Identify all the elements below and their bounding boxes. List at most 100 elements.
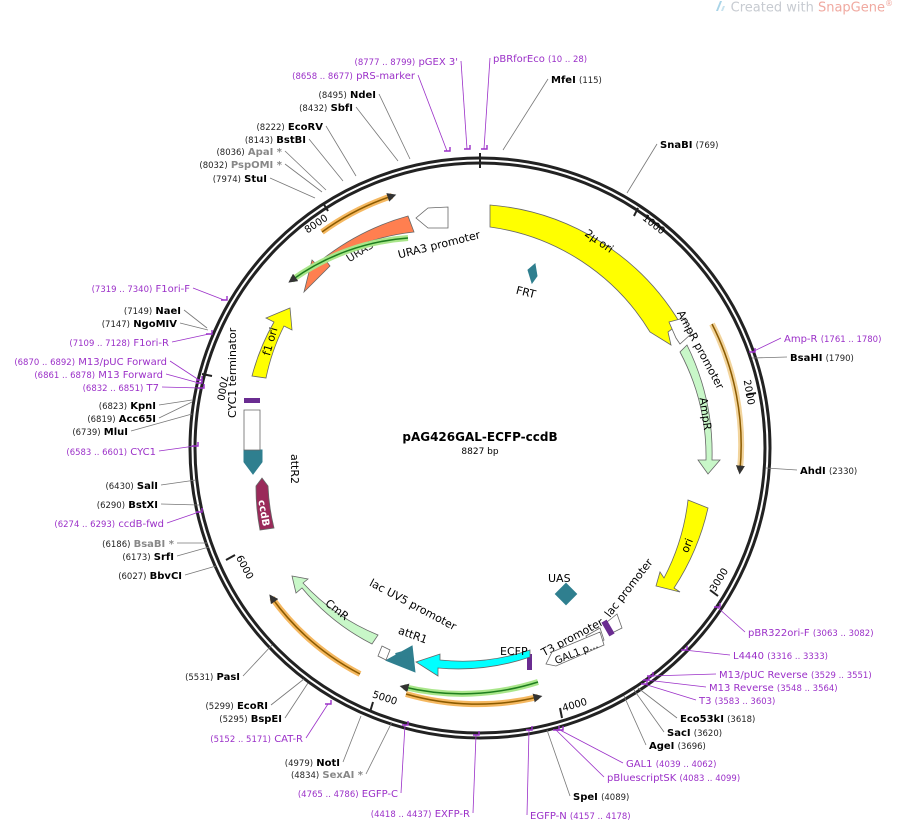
site-pbluescriptsk[interactable]: pBluescriptSK (4083 .. 4099) <box>553 726 740 784</box>
site-ecori[interactable]: (5299) EcoRI <box>205 678 305 712</box>
feature-ori[interactable] <box>655 499 709 593</box>
site-label-text[interactable]: (4765 .. 4786) EGFP-C <box>298 789 398 800</box>
feature-2mu-ori[interactable] <box>489 204 681 346</box>
site-eco53ki[interactable]: Eco53kI (3618) <box>637 687 755 725</box>
site-label-text[interactable]: (6430) SalI <box>105 481 158 492</box>
site-label-text[interactable]: (8777 .. 8799) pGEX 3' <box>355 57 458 68</box>
feature-lac-uv5-promoter[interactable] <box>377 645 391 661</box>
site-label-text[interactable]: M13/pUC Reverse (3529 .. 3551) <box>719 670 872 681</box>
site-label-text[interactable]: (7109 .. 7128) F1ori-R <box>69 338 169 349</box>
feature-attr2[interactable] <box>243 449 263 475</box>
site-label-text[interactable]: (4979) NotI <box>285 758 340 769</box>
site-label-text[interactable]: MfeI (115) <box>551 75 602 86</box>
site-agei[interactable]: AgeI (3696) <box>623 695 706 752</box>
site-pgex-3[interactable]: (8777 .. 8799) pGEX 3' <box>355 57 471 150</box>
site-m13-puc-reverse[interactable]: M13/pUC Reverse (3529 .. 3551) <box>647 670 872 681</box>
feature-ccdb-label[interactable]: ccdB <box>255 499 270 527</box>
site-label-text[interactable]: (6186) BsaBI * <box>102 539 175 550</box>
site-t3[interactable]: T3 (3583 .. 3603) <box>641 680 775 707</box>
site-bsahi[interactable]: BsaHI (1790) <box>751 353 854 364</box>
site-label-text[interactable]: (5531) PasI <box>185 672 240 683</box>
site-bsabi[interactable]: (6186) BsaBI * <box>102 539 207 550</box>
site-egfp-n[interactable]: EGFP-N (4157 .. 4178) <box>526 726 631 822</box>
site-label-text[interactable]: Amp-R (1761 .. 1780) <box>784 334 881 345</box>
site-label-text[interactable]: (6823) KpnI <box>99 401 156 412</box>
site-label-text[interactable]: T3 (3583 .. 3603) <box>698 696 775 707</box>
feature-lac-promoter-label[interactable]: lac promoter <box>602 556 656 620</box>
site-pasi[interactable]: (5531) PasI <box>185 644 273 683</box>
site-label-text[interactable]: (5299) EcoRI <box>205 701 268 712</box>
site-m13-puc-forward[interactable]: (6870 .. 6892) M13/pUC Forward <box>14 357 203 381</box>
site-label-text[interactable]: L4440 (3316 .. 3333) <box>733 651 828 662</box>
site-label-text[interactable]: (4418 .. 4437) EXFP-R <box>371 809 470 820</box>
site-snabi[interactable]: SnaBI (769) <box>626 140 718 194</box>
site-m13-reverse[interactable]: M13 Reverse (3548 .. 3564) <box>643 676 838 694</box>
feature-attr2-label[interactable]: attR2 <box>288 454 301 484</box>
site-srfi[interactable]: (6173) SrfI <box>122 546 210 563</box>
site-sbfi[interactable]: (8432) SbfI <box>299 103 399 162</box>
feature-ccdb[interactable] <box>255 477 275 531</box>
site-label-text[interactable]: (6583 .. 6601) CYC1 <box>66 447 156 458</box>
feature-ura3-promoter[interactable] <box>415 206 449 229</box>
feature-attr1[interactable] <box>385 645 416 673</box>
site-label-text[interactable]: (6870 .. 6892) M13/pUC Forward <box>14 357 167 368</box>
feature-uas-label[interactable]: UAS <box>548 572 571 585</box>
site-sali[interactable]: (6430) SalI <box>105 479 197 492</box>
feature-cmr[interactable] <box>291 575 379 645</box>
site-label-text[interactable]: (6832 .. 6851) T7 <box>83 383 159 394</box>
site-ndei[interactable]: (8495) NdeI <box>319 90 411 160</box>
site-stui[interactable]: (7974) StuI <box>213 174 316 199</box>
site-pspomi[interactable]: (8032) PspOMI * <box>199 160 323 193</box>
site-apai[interactable]: (8036) ApaI * <box>216 147 327 191</box>
site-cat-r[interactable]: (5152 .. 5171) CAT-R <box>210 700 332 745</box>
site-label-text[interactable]: pBRforEco (10 .. 28) <box>493 54 587 65</box>
feature-ecfp-label[interactable]: ECFP <box>500 645 528 658</box>
site-label-text[interactable]: (7319 .. 7340) F1ori-F <box>92 284 191 295</box>
site-saci[interactable]: SacI (3620) <box>633 689 722 739</box>
site-bspei[interactable]: (5295) BspEI <box>219 682 309 725</box>
site-ecorv[interactable]: (8222) EcoRV <box>256 122 357 177</box>
site-mlui[interactable]: (6739) MluI <box>72 413 193 438</box>
site-label-text[interactable]: (6274 .. 6293) ccdB-fwd <box>54 519 164 530</box>
site-label-text[interactable]: Eco53kI (3618) <box>680 714 755 725</box>
site-label-text[interactable]: AhdI (2330) <box>800 466 857 477</box>
site-label-text[interactable]: (8658 .. 8677) pRS-marker <box>292 71 416 82</box>
feature-ori-label[interactable]: ori <box>679 537 696 555</box>
site-pbrforeco[interactable]: pBRforEco (10 .. 28) <box>481 54 587 150</box>
site-ccdb-fwd[interactable]: (6274 .. 6293) ccdB-fwd <box>54 508 203 530</box>
site-label-text[interactable]: (8432) SbfI <box>299 103 353 114</box>
site-label-text[interactable]: EGFP-N (4157 .. 4178) <box>530 811 631 822</box>
site-sexai[interactable]: (4834) SexAI * <box>291 721 393 781</box>
site-label-text[interactable]: GAL1 (4039 .. 4062) <box>626 759 716 770</box>
feature-frt[interactable] <box>527 263 538 285</box>
site-bstxi[interactable]: (6290) BstXI <box>97 500 200 511</box>
site-label-text[interactable]: AgeI (3696) <box>649 741 706 752</box>
site-naei[interactable]: (7149) NaeI <box>124 306 208 329</box>
site-label-text[interactable]: SnaBI (769) <box>660 140 718 151</box>
site-label-text[interactable]: (6739) MluI <box>72 427 128 438</box>
site-label-text[interactable]: M13 Reverse (3548 .. 3564) <box>709 683 838 694</box>
feature-f1-ori[interactable] <box>251 307 293 379</box>
site-cyc1[interactable]: (6583 .. 6601) CYC1 <box>66 442 199 458</box>
site-label-text[interactable]: SacI (3620) <box>667 728 722 739</box>
site-label-text[interactable]: (6173) SrfI <box>122 552 174 563</box>
site-label-text[interactable]: (7974) StuI <box>213 174 267 185</box>
feature-f1-ori-label[interactable]: f1 ori <box>260 326 280 357</box>
site-label-text[interactable]: BsaHI (1790) <box>790 353 854 364</box>
site-label-text[interactable]: (7149) NaeI <box>124 306 181 317</box>
feature-uas[interactable] <box>554 582 578 606</box>
site-t7[interactable]: (6832 .. 6851) T7 <box>83 383 205 394</box>
site-label-text[interactable]: (6819) Acc65I <box>87 414 156 425</box>
feature-ampr-label[interactable]: AmpR <box>696 397 713 432</box>
feature-frt-label[interactable]: FRT <box>515 284 538 301</box>
site-pbr322ori-f[interactable]: pBR322ori-F (3063 .. 3082) <box>714 603 874 639</box>
feature-gal1-promoter[interactable] <box>545 631 605 667</box>
site-m13-forward[interactable]: (6861 .. 6878) M13 Forward <box>34 370 203 384</box>
site-kpni[interactable]: (6823) KpnI <box>99 399 193 412</box>
site-label-text[interactable]: pBluescriptSK (4083 .. 4099) <box>607 773 740 784</box>
feature-attr1-label[interactable]: attR1 <box>397 624 430 646</box>
site-label-text[interactable]: (8036) ApaI * <box>216 147 282 158</box>
site-label-text[interactable]: (6290) BstXI <box>97 500 158 511</box>
feature-ampr[interactable] <box>679 344 721 475</box>
site-label-text[interactable]: (4834) SexAI * <box>291 770 364 781</box>
